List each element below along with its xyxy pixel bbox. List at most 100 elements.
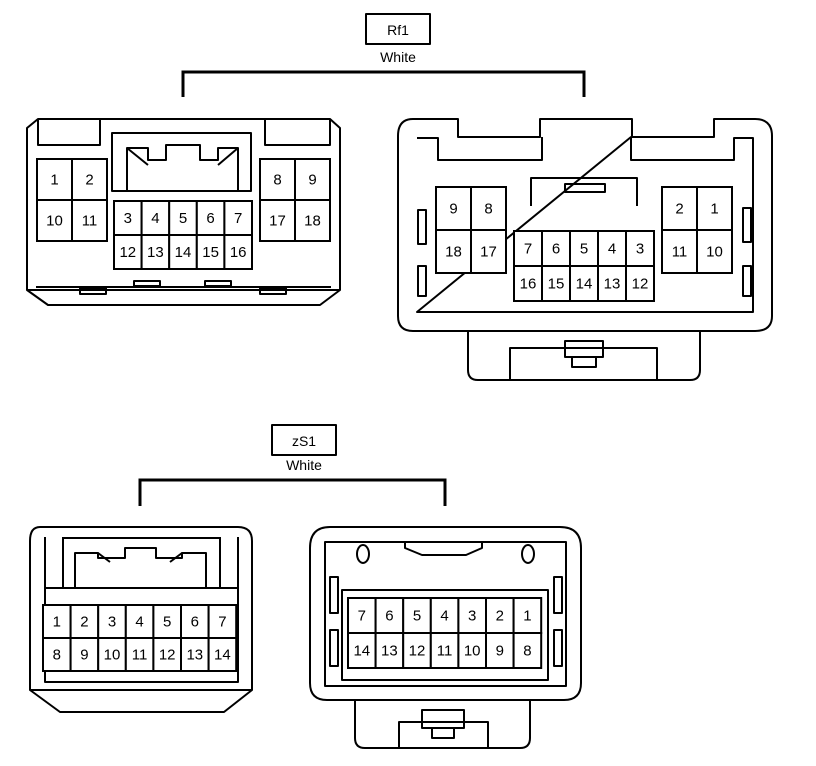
pin-number: 7 [524,241,532,258]
pin-number: 7 [358,608,366,625]
pin-number: 5 [163,614,171,631]
connector-rf1-header: Rf1 White [181,13,586,97]
pin-cavity [36,158,73,201]
pin-number: 16 [230,244,247,261]
pin-number: 8 [53,647,61,664]
pin-cavity [36,199,73,242]
rf1-right-housing [397,118,773,381]
pin-number: 2 [80,614,88,631]
pin-cavity [152,637,182,672]
pin-number: 10 [46,213,63,230]
connector-id-label: Rf1 [387,22,409,38]
pin-number: 14 [353,643,370,660]
zs1-right-housing [309,526,582,749]
pin-number: 9 [308,172,316,189]
pin-cavity [69,637,100,672]
pin-cavity [513,265,543,302]
connector-color-label: White [286,457,322,473]
pin-number: 11 [672,244,688,261]
pin-cavity [259,199,296,242]
pin-cavity [512,597,543,634]
pin-number: 14 [576,276,593,293]
pin-number: 12 [632,276,649,293]
pin-number: 12 [409,643,426,660]
pin-number: 4 [608,241,616,258]
pin-number: 11 [437,643,453,660]
pin-number: 2 [496,608,504,625]
pin-number: 5 [413,608,421,625]
pin-number: 8 [273,172,281,189]
pin-number: 13 [186,647,203,664]
pin-cavity [113,234,143,270]
pin-cavity [223,234,253,270]
pin-cavity [97,637,127,672]
pin-number: 9 [80,647,88,664]
pin-number: 7 [218,614,226,631]
pin-cavity [661,229,698,274]
pin-number: 17 [269,213,286,230]
pin-number: 3 [636,241,644,258]
pin-number: 11 [132,647,148,664]
pin-cavity [597,265,627,302]
pin-number: 5 [179,210,187,227]
pin-number: 12 [119,244,136,261]
pin-number: 13 [147,244,164,261]
pin-cavity [374,597,405,634]
pin-cavity [347,632,377,669]
pin-number: 4 [135,614,143,631]
pin-number: 10 [104,647,121,664]
pin-cavity [485,597,515,634]
pin-cavity [124,604,155,639]
pin-cavity [347,597,377,634]
rf1-left-housing [26,118,341,306]
pin-number: 9 [449,201,457,218]
pin-number: 8 [523,643,531,660]
pin-cavity [71,199,108,242]
pin-number: 12 [159,647,176,664]
pin-cavity [402,632,432,669]
pin-number: 6 [206,210,214,227]
pin-number: 1 [50,172,58,189]
pin-number: 6 [552,241,560,258]
pin-cavity [42,637,72,672]
pin-cavity [223,200,253,236]
pin-number: 11 [82,213,98,230]
pin-cavity [207,637,238,672]
pin-number: 10 [706,244,723,261]
pin-number: 1 [53,614,61,631]
pin-number: 13 [604,276,621,293]
pin-cavity [195,234,226,270]
pin-cavity [71,158,108,201]
pin-cavity [294,199,331,242]
pin-number: 2 [85,172,93,189]
pin-number: 6 [385,608,393,625]
pin-cavity [625,265,655,302]
zs1-left-housing [29,526,253,713]
pin-number: 3 [468,608,476,625]
connector-bracket [181,70,586,97]
pin-number: 3 [124,210,132,227]
pin-cavity [661,186,698,231]
connector-id-box [365,13,431,45]
pin-number: 13 [381,643,398,660]
connector-bracket [138,478,447,506]
pin-cavity [470,229,507,274]
pin-number: 2 [675,201,683,218]
pin-number: 15 [202,244,219,261]
pin-number: 5 [580,241,588,258]
pin-number: 1 [710,201,718,218]
pin-cavity [512,632,543,669]
pin-number: 7 [234,210,242,227]
connector-zs1-header: zS1 White [138,424,447,506]
connector-id-label: zS1 [292,433,316,449]
pin-number: 15 [548,276,565,293]
pin-cavity [457,632,487,669]
pin-number: 18 [304,213,321,230]
pin-cavity [457,597,487,634]
pin-number: 14 [214,647,231,664]
